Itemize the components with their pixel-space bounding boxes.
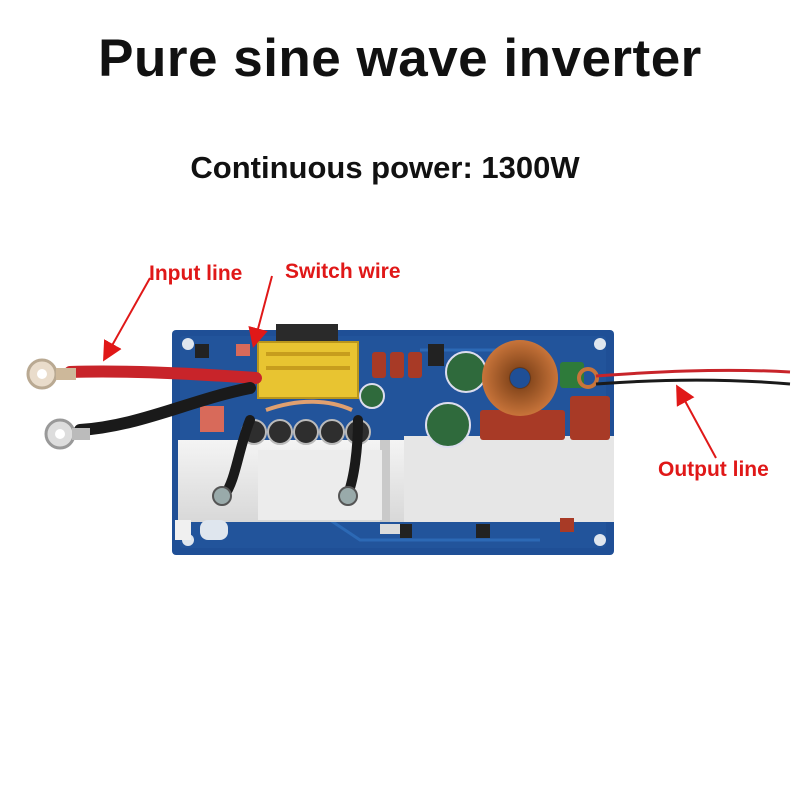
connectors [175, 344, 574, 540]
electrolytic-capacitors [241, 351, 487, 448]
input-wires [26, 358, 262, 450]
input-line-label: Input line [149, 262, 243, 285]
page-title: Pure sine wave inverter [98, 29, 702, 88]
output-wires [595, 368, 791, 386]
switch-wire-label: Switch wire [285, 260, 401, 283]
power-rating: Continuous power: 1300W [190, 150, 580, 185]
transformer [257, 324, 359, 399]
input-line-arrow [103, 277, 151, 362]
film-capacitors [372, 352, 610, 440]
output-line-label: Output line [658, 458, 769, 481]
internal-cables [212, 399, 363, 506]
heatsink [178, 436, 614, 522]
switch-wire-arrow [248, 275, 273, 348]
output-line-arrow [676, 384, 717, 459]
toroid-inductor [482, 340, 599, 416]
